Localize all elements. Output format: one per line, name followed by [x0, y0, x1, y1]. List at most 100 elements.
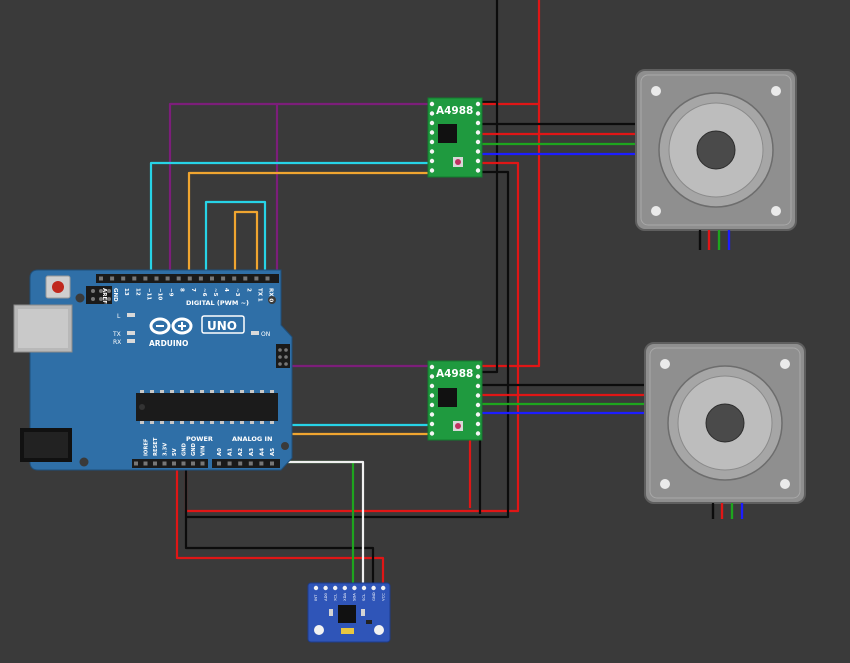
digital-pin[interactable] — [221, 276, 226, 281]
driver-pin[interactable] — [429, 412, 435, 417]
driver-pin[interactable] — [475, 111, 481, 116]
analog-pin-header[interactable] — [212, 459, 280, 468]
power-pin[interactable] — [153, 461, 157, 466]
driver-1-chip — [438, 124, 457, 143]
driver-pin[interactable] — [429, 393, 435, 398]
digital-pin[interactable] — [121, 276, 126, 281]
sensor-pin[interactable] — [342, 585, 347, 591]
driver-pin[interactable] — [429, 139, 435, 145]
driver-pin[interactable] — [429, 111, 435, 116]
analog-pin[interactable] — [227, 461, 232, 466]
digital-pin[interactable] — [232, 276, 237, 281]
power-pin-label: IOREF — [144, 438, 150, 456]
digital-pin[interactable] — [132, 276, 137, 281]
digital-pin[interactable] — [210, 276, 214, 281]
driver-pin[interactable] — [475, 158, 481, 164]
sensor-pin-label: SDA — [352, 593, 357, 601]
analog-header-label: ANALOG IN — [232, 435, 272, 443]
led-l — [127, 313, 135, 317]
digital-pin[interactable] — [265, 276, 270, 281]
analog-pin[interactable] — [259, 461, 264, 466]
sensor-mount-hole — [374, 625, 384, 635]
stepper-motor-2[interactable] — [644, 342, 806, 519]
driver-pin[interactable] — [429, 383, 435, 389]
driver-pin[interactable] — [429, 421, 435, 427]
sensor-pin[interactable] — [381, 585, 386, 591]
digital-pin-label: ~11 — [145, 288, 151, 300]
sensor-pin[interactable] — [323, 585, 328, 591]
analog-pin[interactable] — [270, 461, 274, 466]
driver-pin[interactable] — [429, 149, 435, 154]
analog-pin[interactable] — [238, 461, 243, 466]
led-on — [251, 331, 259, 335]
driver-pin[interactable] — [475, 120, 481, 126]
analog-pin[interactable] — [217, 461, 221, 466]
digital-pin[interactable] — [243, 276, 248, 281]
digital-pin[interactable] — [154, 276, 159, 281]
power-pin[interactable] — [143, 461, 148, 466]
digital-pin[interactable] — [176, 276, 181, 281]
driver-pin[interactable] — [429, 431, 435, 436]
driver-pin[interactable] — [429, 158, 435, 164]
sensor-pin[interactable] — [361, 585, 367, 591]
digital-pin[interactable] — [110, 276, 115, 281]
motor-2-mount-hole — [780, 479, 790, 489]
driver-pin[interactable] — [475, 412, 481, 417]
power-pin[interactable] — [200, 461, 205, 466]
power-pin[interactable] — [134, 461, 138, 466]
digital-pin[interactable] — [99, 276, 103, 281]
power-pin[interactable] — [191, 461, 195, 466]
sensor-pin[interactable] — [313, 585, 319, 591]
driver-pin[interactable] — [475, 383, 481, 389]
sensor-mount-hole — [314, 625, 324, 635]
digital-pin[interactable] — [143, 276, 148, 281]
sensor-pin[interactable] — [333, 585, 338, 591]
driver-pin[interactable] — [475, 130, 481, 135]
driver-pin[interactable] — [475, 402, 481, 408]
digital-pin-label: GND — [112, 288, 118, 302]
driver-pin[interactable] — [429, 402, 435, 408]
digital-pin[interactable] — [165, 276, 170, 281]
driver-pin[interactable] — [475, 168, 481, 173]
sensor-pin[interactable] — [352, 585, 357, 591]
analog-pin-label: A1 — [228, 448, 234, 456]
sensor-pin[interactable] — [371, 585, 376, 591]
led-rx — [127, 339, 135, 343]
driver-pin[interactable] — [429, 374, 435, 379]
digital-pin[interactable] — [187, 276, 192, 281]
power-pin[interactable] — [172, 461, 176, 466]
driver-pin[interactable] — [429, 364, 435, 370]
a4988-driver-2[interactable]: A4988 — [427, 360, 483, 441]
mount-hole — [281, 442, 289, 450]
analog-pin[interactable] — [248, 461, 253, 466]
driver-pin[interactable] — [429, 101, 435, 107]
a4988-driver-1[interactable]: A4988 — [427, 97, 483, 178]
driver-pin[interactable] — [475, 139, 481, 145]
led-tx-label: TX — [112, 331, 121, 338]
driver-1-pins — [429, 101, 481, 173]
driver-pin[interactable] — [475, 374, 481, 379]
power-pin-header[interactable] — [132, 459, 208, 468]
power-pin[interactable] — [162, 461, 167, 466]
driver-pin[interactable] — [475, 393, 481, 398]
power-pin[interactable] — [181, 461, 186, 466]
driver-pin[interactable] — [475, 421, 481, 427]
driver-pin[interactable] — [475, 431, 481, 436]
driver-pin[interactable] — [429, 168, 435, 173]
driver-pin[interactable] — [475, 149, 481, 154]
digital-pin-header[interactable] — [96, 274, 279, 283]
driver-pin[interactable] — [475, 101, 481, 107]
driver-2-label: A4988 — [436, 368, 473, 380]
driver-pin[interactable] — [429, 130, 435, 135]
stepper-motor-1[interactable] — [635, 69, 797, 250]
driver-pin[interactable] — [429, 120, 435, 126]
driver-pin[interactable] — [475, 364, 481, 370]
analog-pin-label: A3 — [249, 448, 255, 456]
analog-pin-label: A2 — [238, 448, 244, 456]
mount-hole — [268, 296, 276, 304]
atmega-chip — [136, 390, 278, 424]
digital-pin[interactable] — [198, 276, 203, 281]
digital-pin[interactable] — [254, 276, 259, 281]
